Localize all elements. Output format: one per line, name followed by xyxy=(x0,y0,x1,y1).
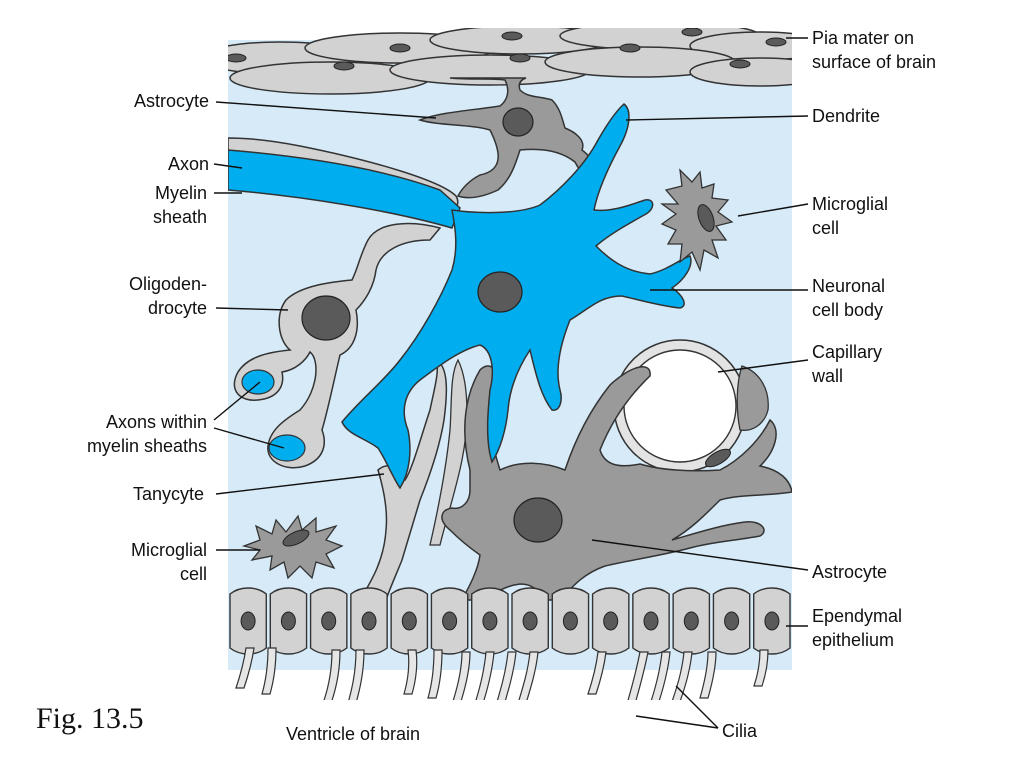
capillary xyxy=(613,339,747,473)
astrocyte-top xyxy=(417,77,598,199)
ependymal-nucleus xyxy=(764,611,780,631)
label-myelin-2: sheath xyxy=(153,207,207,227)
label-axons-within-2: myelin sheaths xyxy=(87,436,207,456)
ependymal-epithelium xyxy=(229,587,791,655)
label-ependymal-2: epithelium xyxy=(812,630,894,650)
ependymal-nucleus xyxy=(522,611,538,631)
leader-lines xyxy=(213,37,809,729)
ependymal-nucleus xyxy=(240,611,256,631)
ependymal-nucleus xyxy=(361,611,377,631)
label-neuronal-2: cell body xyxy=(812,300,883,320)
ependymal-nucleus xyxy=(724,611,740,631)
label-capillary-2: wall xyxy=(811,366,843,386)
oligodendrocyte xyxy=(233,222,442,469)
microglial-cell-right xyxy=(659,168,734,273)
ependymal-nucleus xyxy=(562,611,578,631)
ependymal-nucleus xyxy=(683,611,699,631)
label-oligodendrocyte-2: drocyte xyxy=(148,298,207,318)
ependymal-nucleus xyxy=(603,611,619,631)
pia-mater xyxy=(228,28,792,95)
label-capillary-1: Capillary xyxy=(812,342,882,362)
label-microglial-left-1: Microglial xyxy=(131,540,207,560)
ependymal-nucleus xyxy=(321,611,337,631)
ependymal-nucleus xyxy=(643,611,659,631)
label-myelin-1: Myelin xyxy=(155,183,207,203)
neuron xyxy=(341,103,692,490)
label-pia-mater-1: Pia mater on xyxy=(812,28,914,48)
label-oligodendrocyte-1: Oligoden- xyxy=(129,274,207,294)
ependymal-nucleus xyxy=(401,611,417,631)
label-ventricle: Ventricle of brain xyxy=(286,724,420,744)
label-ependymal-1: Ependymal xyxy=(812,606,902,626)
axon-myelin xyxy=(228,137,461,229)
label-dendrite: Dendrite xyxy=(812,106,880,126)
ependymal-nucleus xyxy=(280,611,296,631)
labels: Pia mater on surface of brain Astrocyte … xyxy=(36,28,936,744)
label-axon: Axon xyxy=(168,154,209,174)
label-tanycyte: Tanycyte xyxy=(133,484,204,504)
label-axons-within-1: Axons within xyxy=(106,412,207,432)
label-neuronal-1: Neuronal xyxy=(812,276,885,296)
ependymal-nucleus xyxy=(442,611,458,631)
label-cilia: Cilia xyxy=(722,721,758,741)
label-pia-mater-2: surface of brain xyxy=(812,52,936,72)
label-microglial-right-1: Microglial xyxy=(812,194,888,214)
label-microglial-left-2: cell xyxy=(180,564,207,584)
ependymal-nucleus xyxy=(482,611,498,631)
microglial-cell-left xyxy=(241,514,344,580)
figure-caption: Fig. 13.5 xyxy=(36,702,144,735)
label-astrocyte-bottom: Astrocyte xyxy=(812,562,887,582)
cilia xyxy=(235,647,769,700)
label-astrocyte-top: Astrocyte xyxy=(134,91,209,111)
label-microglial-right-2: cell xyxy=(812,218,839,238)
